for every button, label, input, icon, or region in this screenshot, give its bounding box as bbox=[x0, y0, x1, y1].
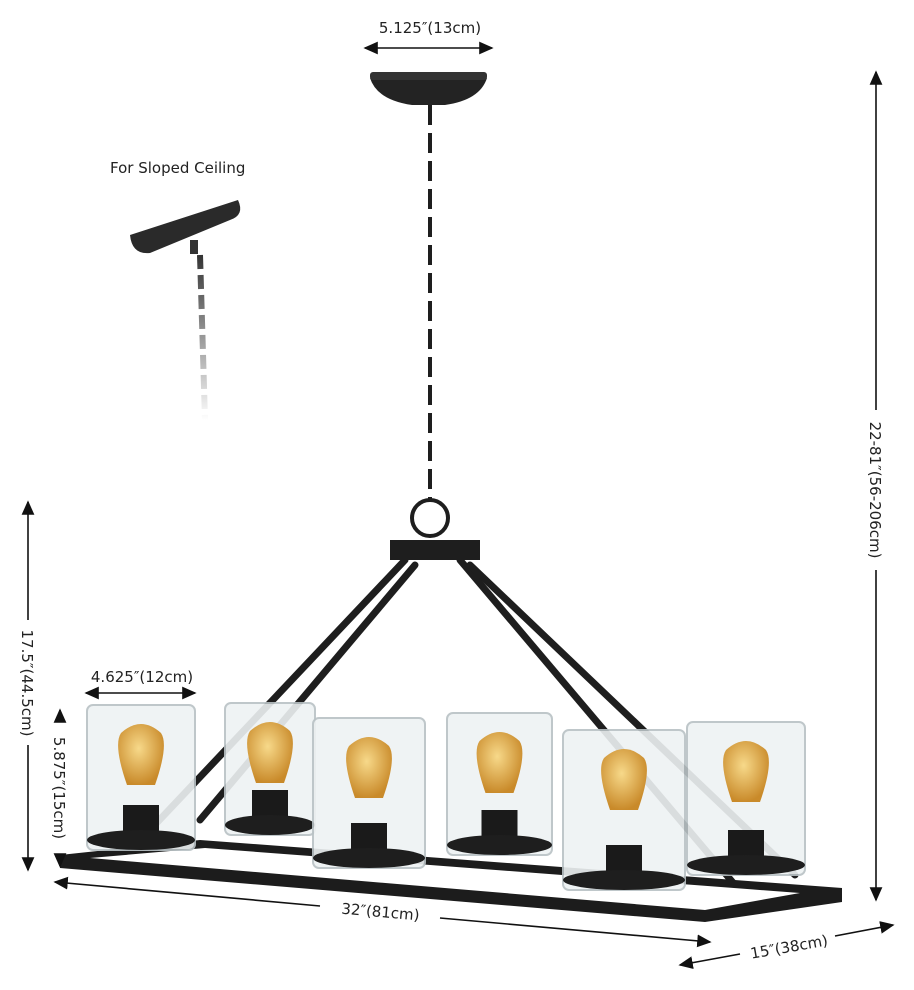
glass-shades bbox=[86, 702, 806, 891]
sloped-ceiling-label: For Sloped Ceiling bbox=[110, 159, 245, 177]
depth-label: 15″(38cm) bbox=[749, 931, 829, 962]
edison-bulb bbox=[723, 741, 769, 802]
overall-height-label: 22-81″(56-206cm) bbox=[866, 422, 884, 559]
chain bbox=[410, 105, 450, 538]
glass-shade bbox=[224, 702, 316, 836]
glass-shade bbox=[446, 712, 553, 856]
length-label: 32″(81cm) bbox=[341, 900, 421, 925]
glass-shade bbox=[686, 721, 806, 876]
edison-bulb bbox=[476, 732, 523, 793]
ceiling-canopy bbox=[370, 72, 487, 105]
rectangular-frame bbox=[60, 840, 842, 922]
edison-bulb bbox=[247, 722, 293, 783]
edison-bulb bbox=[346, 737, 392, 798]
sloped-ceiling-canopy bbox=[130, 200, 241, 421]
edison-bulb bbox=[118, 724, 164, 785]
edison-bulb bbox=[601, 749, 647, 810]
glass-shade bbox=[562, 729, 686, 891]
shade-height-label: 5.875″(15cm) bbox=[50, 737, 68, 839]
fixture-height-label: 17.5″(44.5cm) bbox=[18, 630, 36, 737]
glass-shade bbox=[86, 704, 196, 851]
dimension-lines bbox=[21, 41, 895, 969]
glass-shade bbox=[312, 717, 426, 869]
shade-width-label: 4.625″(12cm) bbox=[91, 668, 193, 686]
canopy-width-label: 5.125″(13cm) bbox=[379, 19, 481, 37]
